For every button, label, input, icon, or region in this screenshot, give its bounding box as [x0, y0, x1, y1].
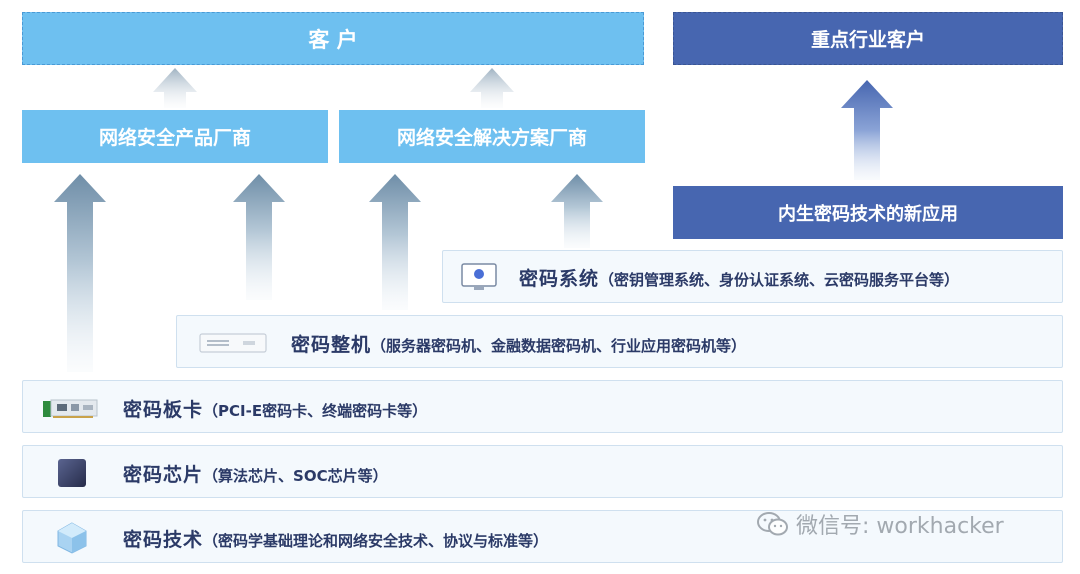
- arrow-to-product-vendor-left: [54, 174, 106, 372]
- product-vendor-box: 网络安全产品厂商: [22, 110, 328, 163]
- layer-title: 密码整机: [291, 334, 372, 356]
- customer-label: 客 户: [308, 27, 358, 52]
- layer-crypto-card: 密码板卡（PCI-E密码卡、终端密码卡等）: [22, 380, 1063, 433]
- server-icon: [199, 333, 267, 353]
- layer-desc: （服务器密码机、金融数据密码机、行业应用密码机等）: [371, 337, 747, 355]
- circuit-board-icon: [43, 399, 98, 418]
- layer-crypto-technology: 密码技术（密码学基础理论和网络安全技术、协议与标准等）: [22, 510, 1063, 563]
- arrow-to-key-customer: [841, 80, 893, 180]
- new-application-label: 内生密码技术的新应用: [778, 203, 958, 225]
- product-vendor-label: 网络安全产品厂商: [98, 127, 251, 149]
- chip-icon: [58, 459, 86, 487]
- solution-vendor-box: 网络安全解决方案厂商: [339, 110, 645, 163]
- arrow-product-to-customer: [153, 68, 197, 108]
- watermark: 微信号: workhacker: [756, 508, 1004, 540]
- layer-title: 密码芯片: [123, 464, 204, 486]
- arrow-to-solution-vendor-left: [369, 174, 421, 310]
- cube-icon: [57, 522, 87, 554]
- layer-title: 密码技术: [123, 529, 204, 551]
- monitor-icon: [461, 263, 497, 290]
- arrow-solution-to-customer: [470, 68, 514, 108]
- layer-title: 密码板卡: [123, 399, 204, 421]
- new-application-box: 内生密码技术的新应用: [673, 186, 1063, 239]
- layer-desc: （密码学基础理论和网络安全技术、协议与标准等）: [203, 532, 549, 550]
- watermark-text: 微信号: workhacker: [796, 514, 1004, 539]
- layer-desc: （密钥管理系统、身份认证系统、云密码服务平台等）: [599, 271, 960, 289]
- arrow-to-solution-vendor-right: [551, 174, 603, 248]
- layer-crypto-chip: 密码芯片（算法芯片、SOC芯片等）: [22, 445, 1063, 498]
- layer-title: 密码系统: [519, 268, 600, 290]
- layer-desc: （PCI-E密码卡、终端密码卡等）: [203, 402, 428, 420]
- layer-desc: （算法芯片、SOC芯片等）: [203, 467, 388, 485]
- customer-box: 客 户: [22, 12, 644, 65]
- layer-crypto-machine: 密码整机（服务器密码机、金融数据密码机、行业应用密码机等）: [176, 315, 1063, 368]
- layer-crypto-system: 密码系统（密钥管理系统、身份认证系统、云密码服务平台等）: [442, 250, 1063, 303]
- key-industry-customer-label: 重点行业客户: [810, 29, 925, 51]
- arrow-to-product-vendor-right: [233, 174, 285, 300]
- key-industry-customer-box: 重点行业客户: [673, 12, 1063, 65]
- solution-vendor-label: 网络安全解决方案厂商: [396, 127, 587, 149]
- wechat-icon: [757, 512, 788, 536]
